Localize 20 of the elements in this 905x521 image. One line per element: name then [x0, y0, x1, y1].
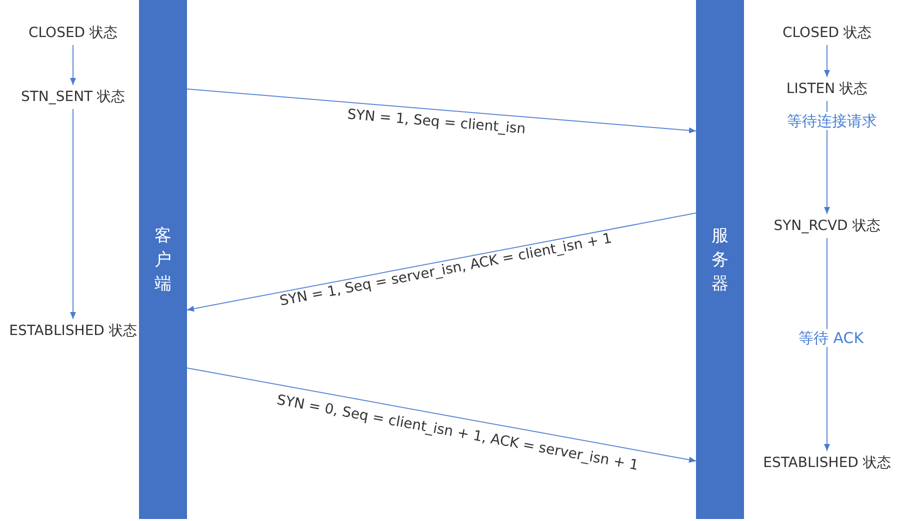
state-text: CLOSED 状态: [13, 23, 133, 43]
lifeline-bar: 客户端: [139, 0, 187, 519]
state-text: ESTABLISHED 状态: [754, 453, 900, 473]
state-text: CLOSED 状态: [767, 23, 887, 43]
edge-label: SYN = 0, Seq = client_isn + 1, ACK = server_isn + 1: [274, 391, 640, 475]
arrow: [70, 108, 76, 320]
edge-label: 等待连接请求: [785, 112, 879, 130]
arrow: [70, 44, 76, 86]
arrow: [824, 44, 830, 78]
arrow: [186, 88, 696, 134]
arrow: [186, 212, 696, 312]
lifeline-bar: 服务器: [696, 0, 744, 519]
arrow: [186, 368, 696, 463]
arrow: [824, 238, 830, 452]
edge-label: SYN = 1, Seq = server_isn, ACK = client_isn + 1: [278, 230, 614, 310]
state-text: LISTEN 状态: [772, 79, 882, 99]
edge-label: 等待 ACK: [796, 329, 866, 347]
state-text: STN_SENT 状态: [8, 87, 138, 107]
edge-label: SYN = 1, Seq = client_isn: [346, 106, 526, 138]
state-text: SYN_RCVD 状态: [762, 216, 892, 236]
